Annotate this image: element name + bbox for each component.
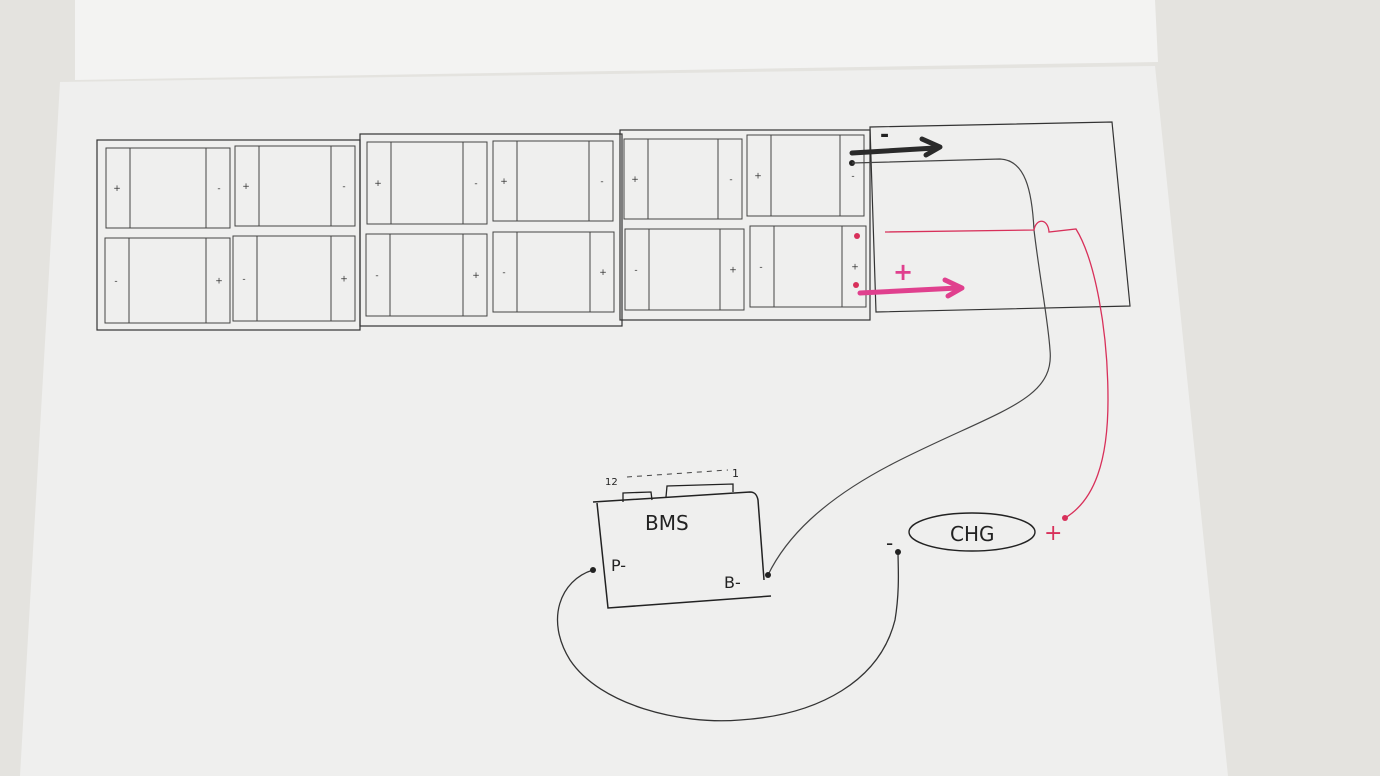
cell-left-terminal-label: - xyxy=(114,277,117,287)
cell-right-terminal-label: + xyxy=(340,275,348,285)
pack-negative-to-bms-wire xyxy=(767,158,1051,576)
cell-left-terminal-label: + xyxy=(631,175,639,185)
negative-arrow: - xyxy=(849,123,943,158)
pack-positive-to-charger-wire xyxy=(884,220,1109,519)
cell-right-terminal-label: + xyxy=(851,263,859,273)
charger-negative-label: - xyxy=(886,531,893,555)
charger-negative-terminal xyxy=(895,549,901,555)
pack-extension-frame xyxy=(869,121,1131,313)
balance-connector-large xyxy=(665,483,734,498)
charger: CHG - + xyxy=(886,512,1068,555)
bms-b-minus-terminal xyxy=(765,572,771,578)
battery-cell: +- xyxy=(746,134,865,217)
bms-title: BMS xyxy=(645,511,689,535)
cell-left-terminal-label: - xyxy=(634,266,637,276)
module-frame xyxy=(619,129,871,321)
pack-positive-terminal-b xyxy=(853,282,859,288)
bms-b-minus-label: B- xyxy=(724,573,741,592)
battery-cell: +- xyxy=(366,141,488,225)
positive-arrow-label: + xyxy=(893,258,913,286)
cell-right-terminal-label: + xyxy=(215,277,223,287)
negative-arrow-label: - xyxy=(880,123,889,148)
pack-positive-terminal-a xyxy=(854,233,860,239)
battery-cell: -+ xyxy=(749,225,867,308)
cell-right-terminal-label: - xyxy=(474,179,477,189)
module-frame xyxy=(359,133,623,327)
charger-positive-terminal xyxy=(1062,515,1068,521)
cell-right-terminal-label: - xyxy=(600,177,603,187)
battery-cell: -+ xyxy=(104,237,231,324)
cell-right-terminal-label: - xyxy=(342,182,345,192)
cell-left-terminal-label: + xyxy=(113,184,121,194)
bms-board: 12 1 BMS P- B- xyxy=(590,467,772,609)
cell-left-terminal-label: + xyxy=(500,177,508,187)
battery-cell: +- xyxy=(492,140,614,222)
bms-p-minus-terminal xyxy=(590,567,596,573)
cell-left-terminal-label: + xyxy=(242,182,250,192)
balance-connector-small xyxy=(622,491,653,502)
charger-positive-label: + xyxy=(1044,521,1062,546)
cell-right-terminal-label: + xyxy=(472,271,480,281)
battery-module: +-+--+-+ xyxy=(619,129,871,321)
balance-end-label: 1 xyxy=(732,467,739,480)
cell-left-terminal-label: + xyxy=(374,179,382,189)
back-paper-sheet xyxy=(75,0,1158,80)
battery-module: +-+--+-+ xyxy=(359,133,623,327)
cell-right-terminal-label: - xyxy=(217,184,220,194)
battery-cell: +- xyxy=(105,147,231,229)
battery-pack: +-+--+-++-+--+-++-+--+-+ xyxy=(96,129,871,331)
cell-right-terminal-label: + xyxy=(599,268,607,278)
cell-left-terminal-label: - xyxy=(242,275,245,285)
cell-right-terminal-label: + xyxy=(729,266,737,276)
battery-cell: +- xyxy=(234,145,356,227)
positive-arrow: + xyxy=(857,258,965,299)
balance-start-label: 12 xyxy=(605,477,618,488)
cell-left-terminal-label: + xyxy=(754,172,762,182)
battery-cell: -+ xyxy=(624,228,745,311)
battery-cell: -+ xyxy=(365,233,488,317)
charger-label: CHG xyxy=(950,522,995,546)
cell-right-terminal-label: - xyxy=(851,172,854,182)
cell-right-terminal-label: - xyxy=(729,175,732,185)
battery-cell: -+ xyxy=(232,235,356,322)
cell-left-terminal-label: - xyxy=(759,263,762,273)
battery-cell: -+ xyxy=(492,231,615,313)
paper-sheet xyxy=(20,66,1228,776)
bms-p-minus-to-charger-wire xyxy=(556,551,900,722)
cell-left-terminal-label: - xyxy=(375,271,378,281)
battery-cell: +- xyxy=(623,138,743,220)
bms-p-minus-label: P- xyxy=(611,556,626,575)
cell-left-terminal-label: - xyxy=(502,268,505,278)
